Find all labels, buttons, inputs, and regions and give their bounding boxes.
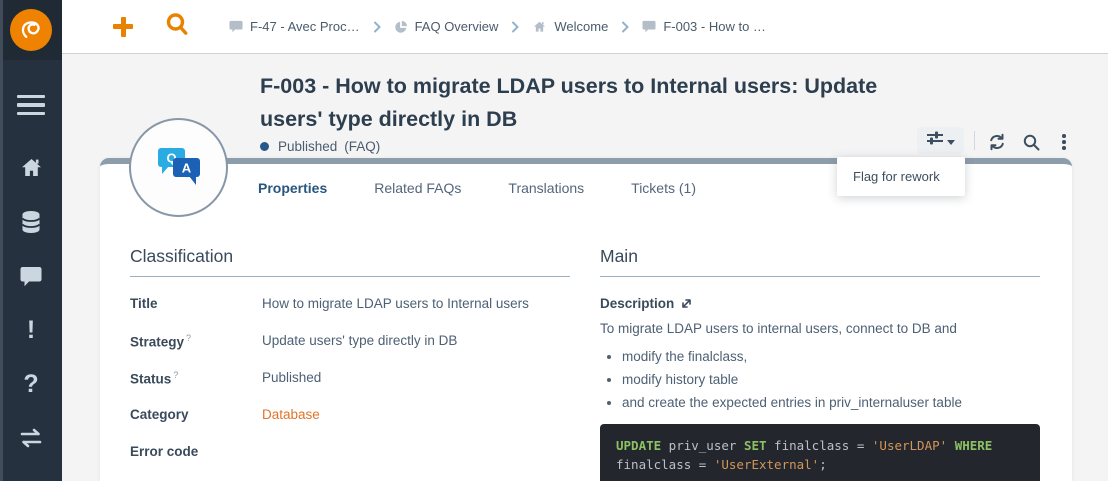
main-section: Main Description To migrate LDAP users t…: [600, 246, 1040, 481]
plus-icon[interactable]: [110, 14, 136, 40]
sliders-icon: [926, 131, 943, 150]
field-label: Strategy?: [130, 333, 192, 350]
status-label: Published: [278, 139, 338, 154]
field-row-status: Status? Published: [130, 370, 570, 407]
field-label: Title: [130, 296, 158, 311]
kebab-menu-icon[interactable]: [1051, 130, 1077, 154]
help-question-icon[interactable]: ?: [23, 369, 39, 398]
breadcrumb: F-47 - Avec Proc… FAQ Overview Welcome: [229, 19, 766, 34]
sidebar: ! ?: [0, 0, 62, 481]
app-logo[interactable]: [0, 0, 62, 60]
breadcrumb-item-current[interactable]: F-003 - How to …: [642, 19, 766, 34]
transfer-arrows-icon[interactable]: [16, 425, 46, 451]
breadcrumb-label: Welcome: [554, 19, 609, 34]
topbar: F-47 - Avec Proc… FAQ Overview Welcome: [62, 0, 1108, 54]
search-icon[interactable]: [165, 12, 189, 42]
menu-item-flag-for-rework[interactable]: Flag for rework: [853, 169, 940, 184]
other-actions-button[interactable]: [917, 127, 964, 154]
field-label: Status?: [130, 370, 179, 387]
page-title: F-003 - How to migrate LDAP users to Int…: [260, 74, 878, 131]
faq-icon: [229, 20, 243, 33]
sidebar-menu: ! ?: [0, 60, 62, 479]
field-row-error-code: Error code: [130, 444, 570, 481]
faq-icon: [642, 20, 656, 33]
tab-related-faqs[interactable]: Related FAQs: [374, 180, 462, 196]
breadcrumb-item-faq-overview[interactable]: FAQ Overview: [394, 19, 499, 34]
menu-icon[interactable]: [16, 92, 46, 118]
caret-down-icon: [946, 132, 955, 150]
help-marker[interactable]: ?: [173, 370, 179, 380]
tab-tickets[interactable]: Tickets (1): [631, 180, 696, 196]
breadcrumb-item-faq[interactable]: F-47 - Avec Proc…: [229, 19, 360, 34]
tab-translations[interactable]: Translations: [508, 180, 585, 196]
description-label: Description: [600, 296, 1040, 311]
chevron-right-icon: [373, 21, 381, 33]
home-icon: [532, 20, 547, 34]
field-row-category: Category Database: [130, 407, 570, 444]
field-row-title: Title How to migrate LDAP users to Inter…: [130, 296, 570, 333]
field-label: Error code: [130, 444, 199, 459]
list-item: modify the finalclass,: [622, 349, 1040, 364]
breadcrumb-label: FAQ Overview: [414, 19, 499, 34]
refresh-icon[interactable]: [984, 130, 1010, 154]
chevron-right-icon: [511, 21, 520, 33]
tab-bar: Properties Related FAQs Translations Tic…: [100, 164, 1072, 196]
section-heading: Main: [600, 246, 1040, 277]
code-line: UPDATE priv_user SET finalclass = 'UserL…: [616, 438, 993, 453]
field-label: Category: [130, 407, 189, 422]
list-item: and create the expected entries in priv_…: [622, 395, 1040, 410]
svg-text:Q: Q: [166, 150, 176, 165]
status-line: Published (FAQ): [260, 139, 380, 154]
chat-bubble-icon[interactable]: [16, 263, 46, 289]
home-icon[interactable]: [16, 155, 46, 181]
breadcrumb-label: F-47 - Avec Proc…: [250, 19, 360, 34]
faq-avatar: Q A: [129, 118, 228, 217]
field-row-strategy: Strategy? Update users' type directly in…: [130, 333, 570, 370]
chevron-right-icon: [621, 21, 630, 33]
object-details-card: Properties Related FAQs Translations Tic…: [100, 158, 1072, 481]
field-value: How to migrate LDAP users to Internal us…: [262, 296, 529, 311]
alert-exclamation-icon[interactable]: !: [26, 315, 36, 344]
field-value: Published: [262, 370, 322, 385]
status-dot-icon: [260, 142, 269, 151]
actions-dropdown: Flag for rework: [837, 157, 965, 196]
database-icon[interactable]: [16, 209, 46, 235]
description-text: To migrate LDAP users to internal users,…: [600, 321, 957, 336]
svg-text:A: A: [181, 160, 191, 175]
field-value: Update users' type directly in DB: [262, 333, 458, 348]
breadcrumb-item-welcome[interactable]: Welcome: [532, 19, 608, 34]
toolbar-separator: [974, 131, 975, 150]
breadcrumb-label: F-003 - How to …: [663, 19, 766, 34]
expand-icon[interactable]: [681, 298, 692, 309]
qa-bubbles-icon: Q A: [157, 147, 200, 185]
sql-code-block: UPDATE priv_user SET finalclass = 'UserL…: [600, 424, 1040, 481]
help-marker[interactable]: ?: [186, 333, 192, 343]
description-list: modify the finalclass, modify history ta…: [600, 349, 1040, 410]
section-heading: Classification: [130, 246, 570, 277]
itop-logo-icon: [10, 9, 52, 51]
list-item: modify history table: [622, 372, 1040, 387]
object-class-label: (FAQ): [344, 139, 381, 154]
search-icon[interactable]: [1018, 130, 1044, 154]
pie-chart-icon: [394, 20, 408, 34]
classification-section: Classification Title How to migrate LDAP…: [130, 246, 570, 481]
code-line: finalclass = 'UserExternal';: [616, 457, 827, 472]
tab-properties[interactable]: Properties: [258, 180, 328, 196]
category-link[interactable]: Database: [262, 407, 320, 422]
window-edge: [0, 0, 3, 481]
